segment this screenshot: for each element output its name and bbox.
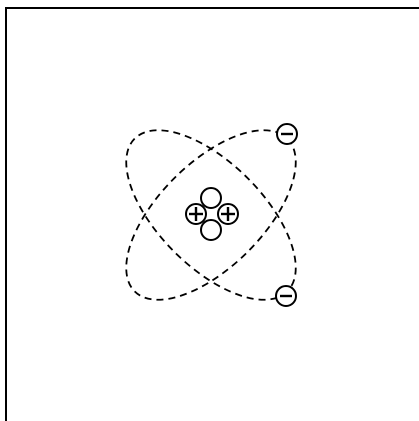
neutron-top (201, 188, 221, 208)
diagram-frame (6, 8, 419, 421)
electron-bottom-right (276, 286, 296, 306)
proton-left (186, 204, 206, 224)
neutron-bottom (201, 220, 221, 240)
proton-right (218, 204, 238, 224)
electron-top-right (277, 124, 297, 144)
